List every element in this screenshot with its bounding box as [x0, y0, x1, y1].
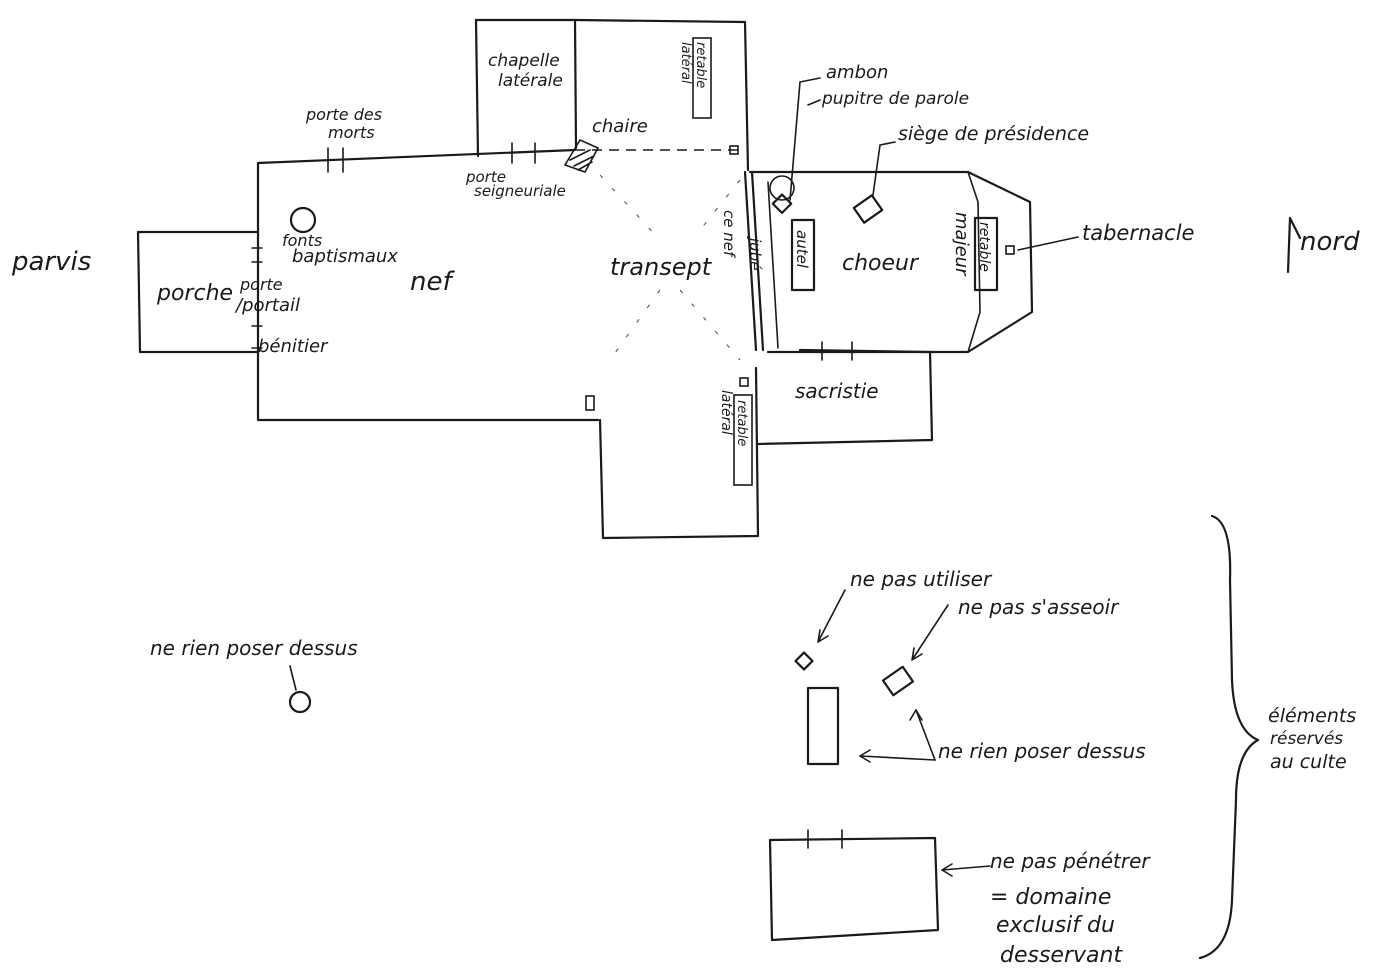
pulpit-symbol	[563, 138, 600, 173]
sacristy-door	[821, 341, 853, 361]
legend-ne-rien-poser-1: ne rien poser dessus	[150, 636, 358, 660]
legend-arrow-4	[909, 709, 936, 761]
legend-sacristy-box	[768, 836, 940, 942]
legend-altar-box	[806, 686, 840, 766]
legend-brace	[1198, 514, 1260, 960]
leader-ambon	[789, 77, 821, 201]
choir-rail	[743, 170, 765, 352]
legend-ne-pas-penetrer: ne pas pénétrer	[990, 849, 1151, 873]
label-benitier: bénitier	[258, 336, 329, 357]
chapel-outline	[474, 18, 578, 158]
label-fonts-2: baptismaux	[292, 246, 398, 267]
label-chapelle-1: chapelle	[488, 51, 560, 71]
label-chapelle-2: latérale	[498, 71, 563, 91]
choir-steps	[767, 181, 779, 349]
small-marker-s	[739, 377, 749, 387]
legend-elements-2: réservés	[1270, 729, 1343, 749]
south-transept-outline	[598, 366, 760, 540]
legend-ambon-symbol	[794, 651, 814, 671]
label-retable-s-2: latéral	[718, 390, 734, 435]
label-parvis: parvis	[11, 247, 91, 277]
legend-domaine-2: exclusif du	[996, 913, 1115, 938]
legend-ne-pas-sasseoir: ne pas s'asseoir	[958, 595, 1120, 619]
legend-font-symbol	[288, 690, 312, 714]
north-transept-outline	[573, 18, 750, 172]
legend-arrow-1	[289, 665, 297, 691]
label-porte-seigneuriale-2: seigneuriale	[474, 182, 566, 200]
label-porte-portail-2: /portail	[234, 295, 300, 316]
porch-outline	[136, 230, 260, 354]
label-ambon: ambon	[826, 62, 888, 83]
label-jube: jubé	[746, 236, 764, 270]
ambon-circle	[769, 175, 795, 201]
legend-elements-1: éléments	[1268, 705, 1356, 727]
baptismal-font-symbol	[289, 206, 317, 234]
legend-seat-symbol	[881, 665, 915, 697]
legend-domaine-3: desservant	[1000, 943, 1123, 968]
label-porche: porche	[156, 281, 233, 306]
label-sacristie: sacristie	[795, 379, 879, 403]
altar-box	[790, 218, 816, 292]
label-retable-n-2: latéral	[678, 42, 693, 84]
label-porte-morts-1: porte des	[305, 105, 382, 124]
door-ticks	[251, 142, 536, 349]
label-fonts-1: fonts	[282, 231, 322, 250]
legend-sacristy-door	[807, 829, 843, 849]
retable-major-box	[973, 216, 999, 292]
label-pupitre: pupitre de parole	[821, 89, 969, 109]
sacristy-outline	[756, 348, 934, 446]
label-retable-s-1: retable	[734, 400, 749, 446]
small-marker-n	[729, 145, 739, 155]
label-transept: transept	[610, 253, 713, 281]
apse-lines	[967, 171, 981, 353]
legend-elements-3: au culte	[1270, 751, 1347, 773]
leader-pupitre	[807, 99, 821, 106]
label-nef: nef	[410, 267, 455, 297]
north-arrow-icon	[1286, 216, 1302, 274]
label-choeur: choeur	[842, 251, 920, 276]
label-nord: nord	[1300, 227, 1360, 257]
legend-arrow-3	[911, 604, 949, 661]
tabernacle-symbol	[1005, 245, 1015, 255]
label-retable-n-1: retable	[693, 42, 708, 88]
pier-marker	[585, 395, 595, 411]
label-retable-m-1: retable	[976, 222, 992, 272]
legend-arrow-5	[859, 749, 936, 763]
legend-domaine-1: = domaine	[990, 885, 1111, 910]
leader-tabernacle	[1017, 236, 1079, 251]
label-nef-vertical: ce nef	[720, 210, 738, 259]
leader-presidency	[872, 141, 896, 196]
legend-arrow-6	[941, 863, 991, 877]
retable-south-box	[733, 394, 753, 486]
label-porte-seigneuriale-1: porte	[465, 168, 506, 186]
label-porte-portail-1: porte	[239, 275, 283, 294]
label-porte-morts-2: morts	[328, 123, 375, 142]
legend-arrow-2	[817, 589, 846, 643]
presidency-seat-symbol	[852, 194, 884, 224]
label-siege: siège de présidence	[898, 123, 1089, 145]
legend-ne-pas-utiliser: ne pas utiliser	[850, 567, 993, 591]
label-autel: autel	[793, 230, 811, 269]
label-tabernacle: tabernacle	[1082, 221, 1194, 245]
label-retable-m-2: majeur	[951, 212, 972, 277]
choir-outline	[748, 170, 1034, 354]
label-chaire: chaire	[592, 116, 648, 137]
legend-ne-rien-poser-2: ne rien poser dessus	[938, 739, 1146, 763]
retable-north-box	[692, 37, 712, 119]
